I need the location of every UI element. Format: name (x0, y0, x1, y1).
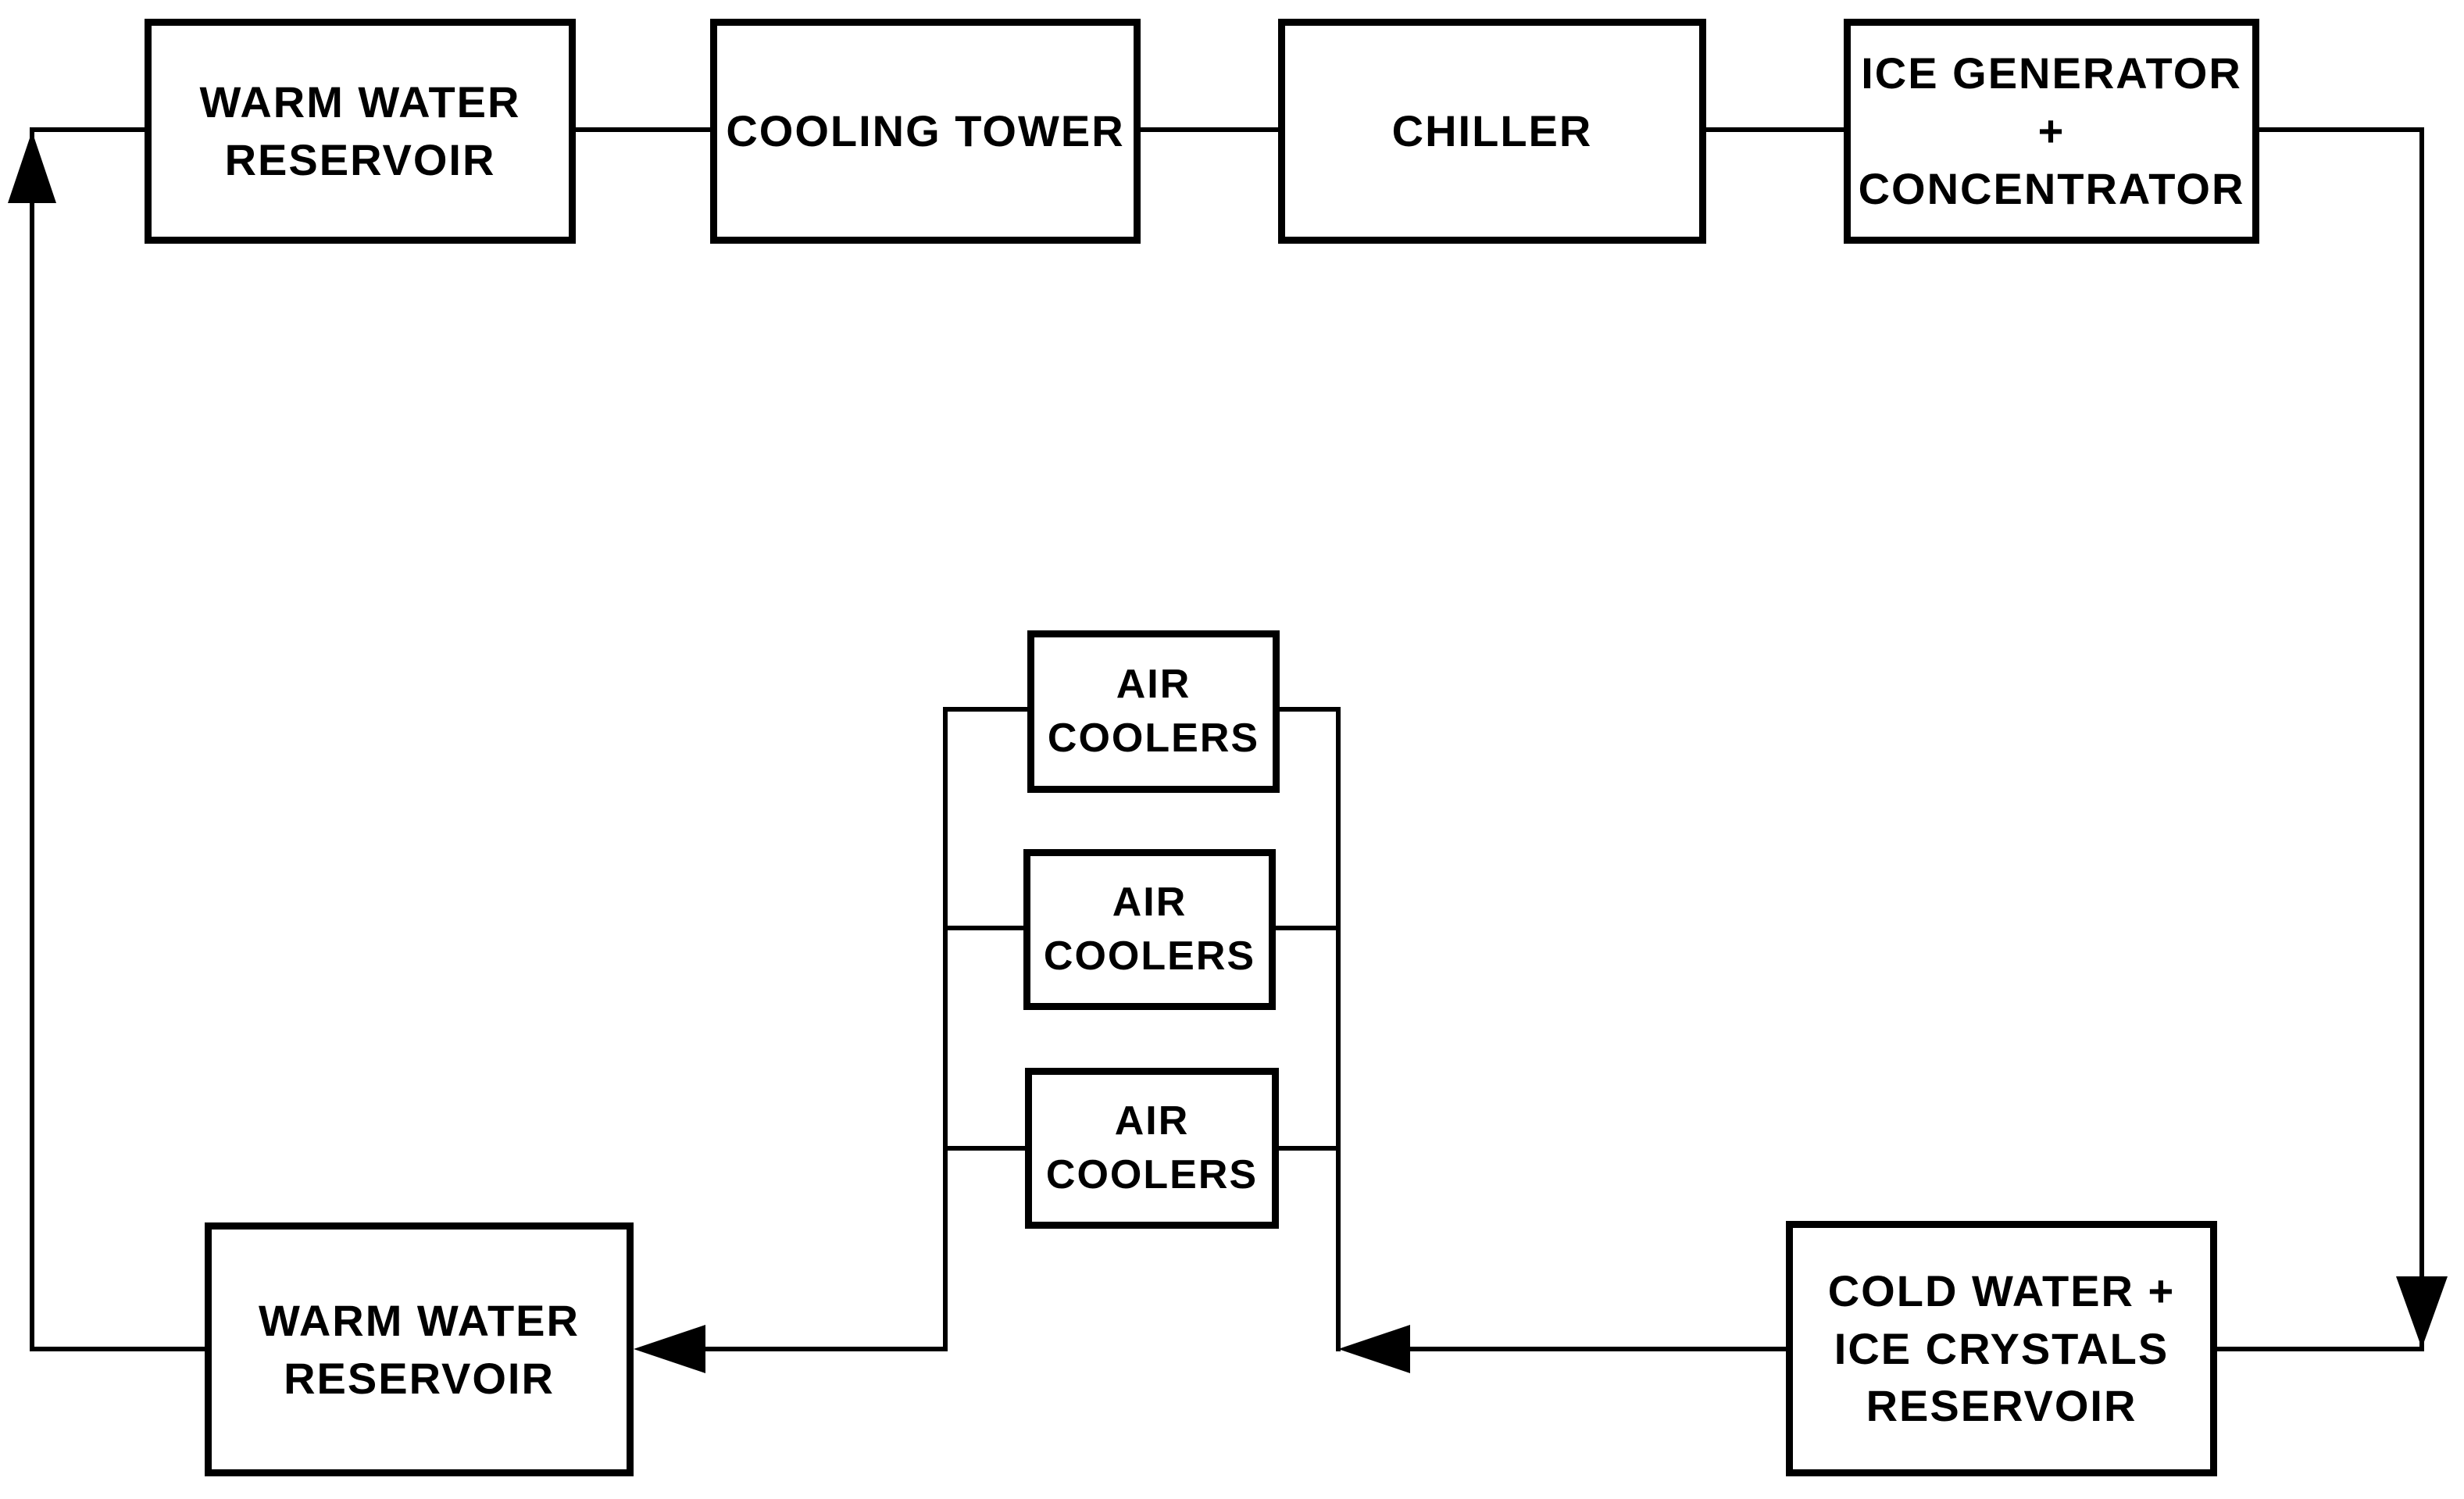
arrowhead-left-into-air-cooler-bank (1338, 1325, 1410, 1373)
flow-line-left-vertical-return (30, 130, 34, 1351)
node-air-coolers-3-label: AIR COOLERS (1045, 1098, 1259, 1197)
node-cooling-tower-label: COOLING TOWER (726, 106, 1125, 156)
flow-line-right-drop-to-cold-reservoir (2217, 1347, 2424, 1351)
arrowhead-up-into-top-line (8, 131, 56, 203)
node-warm-water-reservoir-bottom-label: WARM WATER RESERVOIR (259, 1295, 580, 1403)
node-warm-water-reservoir-top-label: WARM WATER RESERVOIR (199, 77, 521, 184)
node-chiller-label: CHILLER (1391, 106, 1593, 156)
flow-line-air-cooler-right-bus (1336, 707, 1341, 1351)
node-air-coolers-2: AIR COOLERS (1023, 849, 1276, 1010)
node-ice-generator-concentrator-label: ICE GENERATOR + CONCENTRATOR (1858, 48, 2245, 213)
flow-line-right-vertical-drop (2419, 127, 2424, 1351)
node-air-coolers-1-label: AIR COOLERS (1047, 662, 1260, 761)
node-air-coolers-3: AIR COOLERS (1025, 1068, 1279, 1229)
node-ice-generator-concentrator: ICE GENERATOR + CONCENTRATOR (1844, 19, 2259, 244)
arrowhead-down-into-cold-reservoir-line (2396, 1276, 2448, 1348)
flow-line-ice-generator-to-right-drop (2259, 127, 2424, 132)
node-cooling-tower: COOLING TOWER (710, 19, 1141, 244)
flow-stub-air-cooler-1-left (945, 707, 1027, 712)
flow-stub-air-cooler-3-right (1279, 1146, 1338, 1151)
node-chiller: CHILLER (1278, 19, 1706, 244)
flow-line-bottom-warm-reservoir-to-left-return (30, 1347, 205, 1351)
flow-line-warm-reservoir-to-cooling-tower (576, 127, 710, 132)
flow-line-return-to-top-warm-reservoir (30, 127, 145, 132)
node-air-coolers-2-label: AIR COOLERS (1043, 880, 1256, 979)
node-warm-water-reservoir-bottom: WARM WATER RESERVOIR (205, 1222, 634, 1476)
node-warm-water-reservoir-top: WARM WATER RESERVOIR (145, 19, 576, 244)
flow-line-chiller-to-ice-generator (1706, 127, 1844, 132)
flow-stub-air-cooler-2-left (945, 926, 1023, 930)
node-air-coolers-1: AIR COOLERS (1027, 630, 1280, 793)
flow-stub-air-cooler-2-right (1276, 926, 1338, 930)
flow-line-air-coolers-to-warm-reservoir (702, 1347, 945, 1351)
node-cold-water-ice-crystals-reservoir-label: COLD WATER + ICE CRYSTALS RESERVOIR (1827, 1265, 2176, 1431)
flow-stub-air-cooler-3-left (945, 1146, 1025, 1151)
node-cold-water-ice-crystals-reservoir: COLD WATER + ICE CRYSTALS RESERVOIR (1786, 1221, 2217, 1476)
flow-line-cold-reservoir-to-air-coolers (1406, 1347, 1786, 1351)
flow-line-cooling-tower-to-chiller (1141, 127, 1278, 132)
arrowhead-left-into-bottom-warm-reservoir (634, 1325, 705, 1373)
flow-stub-air-cooler-1-right (1280, 707, 1338, 712)
flow-line-air-cooler-left-bus (943, 707, 948, 1351)
